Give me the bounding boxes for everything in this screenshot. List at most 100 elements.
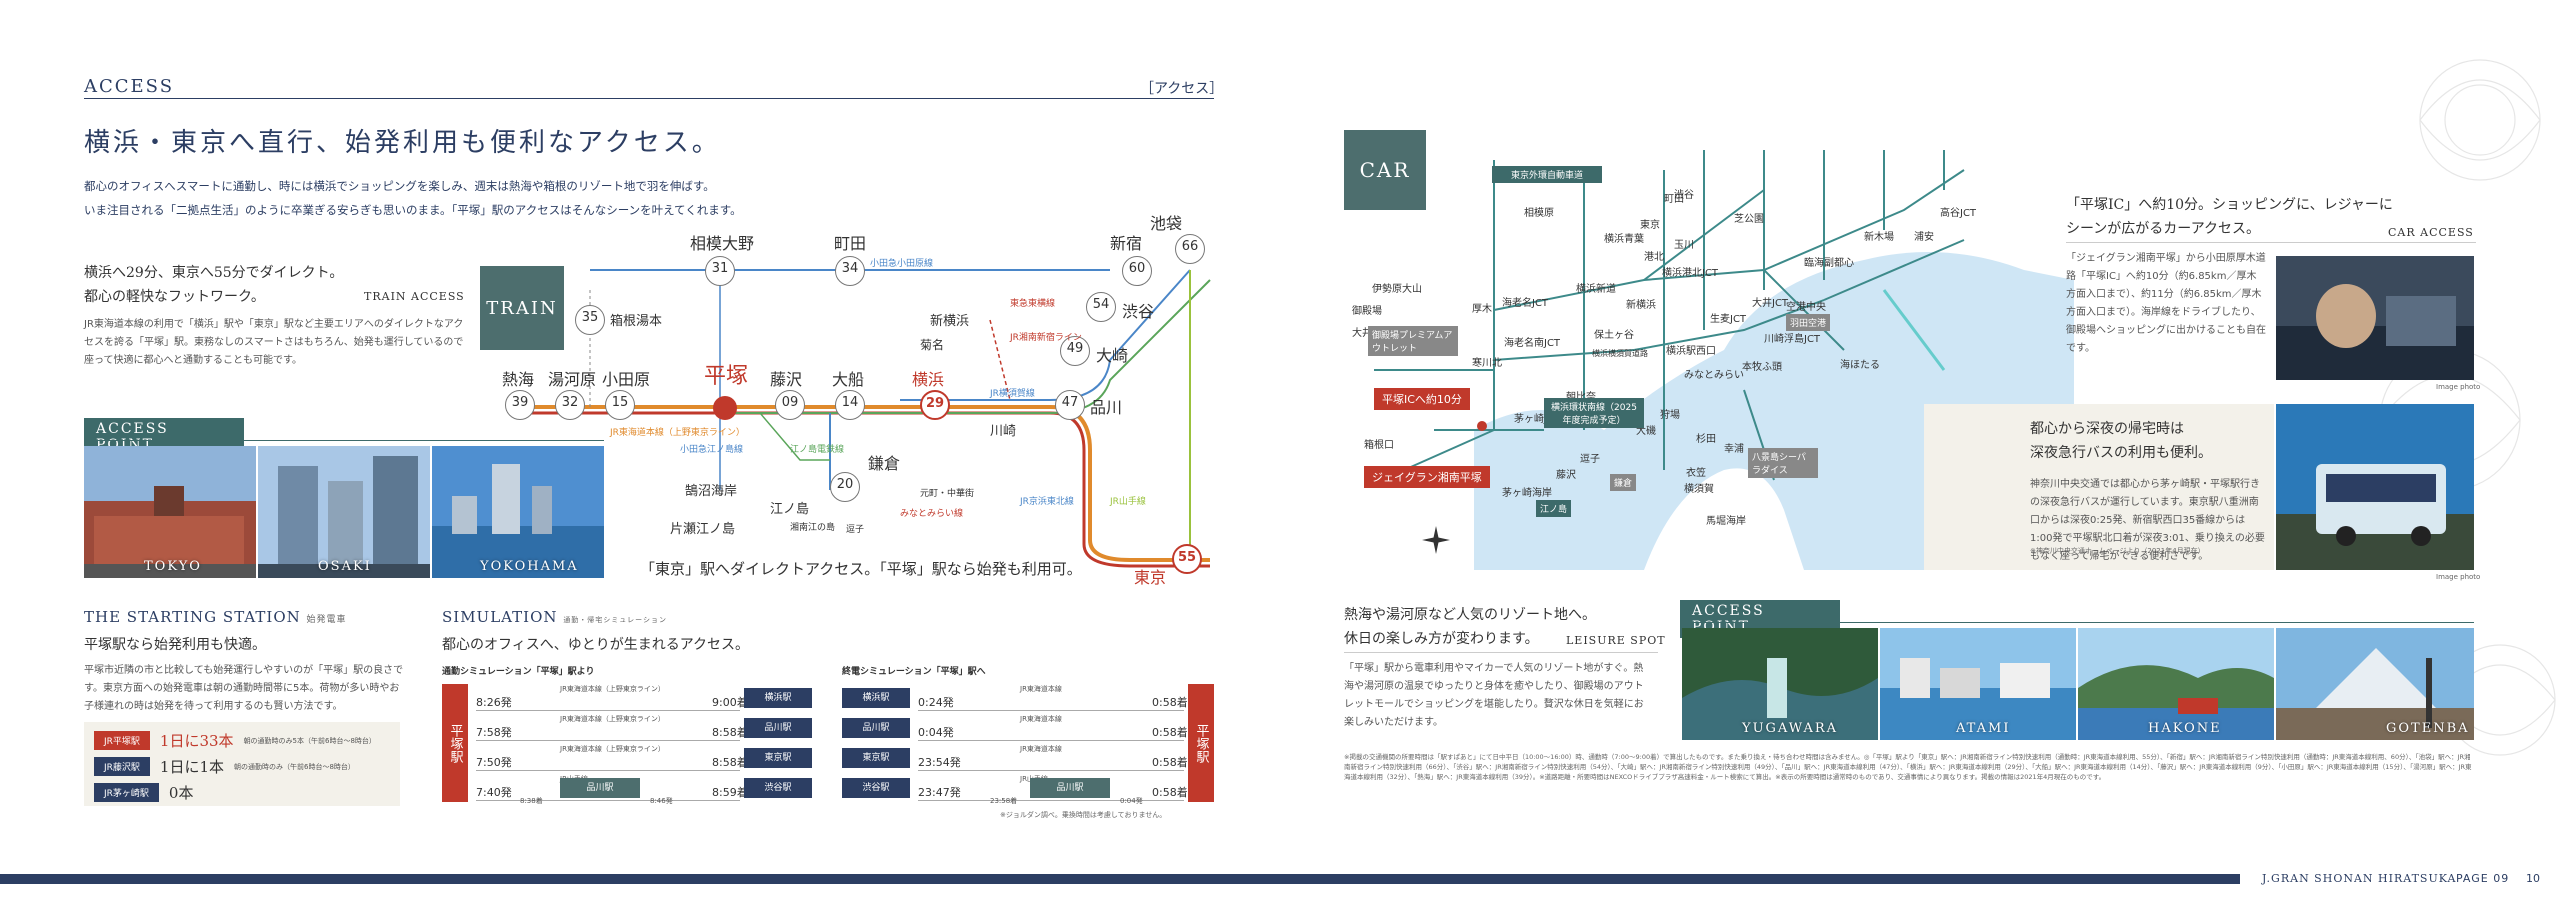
photo-osaki: OSAKI bbox=[258, 446, 430, 578]
photo-label-yugawara: YUGAWARA bbox=[1742, 721, 1839, 736]
map-atsugi: 厚木 bbox=[1472, 304, 1492, 315]
starting-row-hiratsuka: JR平塚駅 1日に33本 朝の通勤時のみ5本（午前6時台〜8時台） bbox=[94, 730, 376, 751]
commute-divider bbox=[476, 740, 740, 741]
return-dep: 0:24発 bbox=[918, 696, 954, 709]
train-lead-2: 都心の軽快なフットワーク。 bbox=[84, 289, 265, 305]
map-hakkeijima: 八景島シーパラダイス bbox=[1748, 448, 1818, 478]
badge-chigasaki: JR茅ヶ崎駅 bbox=[94, 783, 159, 802]
map-machida: 町田 bbox=[1664, 194, 1684, 205]
starting-table: JR平塚駅 1日に33本 朝の通勤時のみ5本（午前6時台〜8時台） JR藤沢駅 … bbox=[84, 722, 400, 806]
station-yugawara: 湯河原 bbox=[548, 370, 597, 389]
commute-transfer: 品川駅 bbox=[560, 778, 640, 798]
compass-icon bbox=[1422, 526, 1450, 554]
line-enoden: 江ノ島電鉄線 bbox=[790, 445, 845, 455]
photo-label-atami: ATAMI bbox=[1956, 721, 2011, 736]
leisure-lead-1: 熱海や湯河原など人気のリゾート地へ。 bbox=[1344, 607, 1596, 623]
return-divider bbox=[918, 740, 1184, 741]
station-katase-enoshima: 片瀬江ノ島 bbox=[670, 522, 736, 537]
station-fujisawa: 藤沢 bbox=[770, 370, 803, 389]
map-umihotaru: 海ほたる bbox=[1840, 360, 1880, 371]
photo-yugawara: YUGAWARA bbox=[1682, 628, 1878, 740]
station-motomachi: 元町・中華街 bbox=[920, 489, 975, 499]
count-chigasaki: 0本 bbox=[168, 784, 194, 802]
return-dep: 23:47発 bbox=[918, 786, 961, 799]
station-kawasaki: 川崎 bbox=[990, 424, 1017, 439]
station-yokohama: 横浜 bbox=[912, 370, 945, 389]
map-oi-jct: 大井JCT bbox=[1752, 298, 1789, 309]
commute-dest: 品川駅 bbox=[744, 718, 812, 738]
station-enoshima: 江ノ島 bbox=[770, 502, 810, 517]
starting-title-en: THE STARTING STATION bbox=[84, 608, 301, 626]
map-shibuya: 渋谷 bbox=[1674, 190, 1694, 201]
station-tokyo: 東京 bbox=[1134, 568, 1167, 587]
map-yokosuka: 横須賀 bbox=[1684, 484, 1714, 495]
return-dep: 23:54発 bbox=[918, 756, 961, 769]
return-origin: 東京駅 bbox=[842, 748, 910, 768]
min-circle-shinjuku: 60 bbox=[1122, 256, 1152, 286]
return-divider bbox=[918, 710, 1184, 711]
min-circle-ikebukuro: 66 bbox=[1175, 234, 1205, 264]
car-photo bbox=[2276, 256, 2474, 380]
map-fujisawa: 藤沢 bbox=[1556, 470, 1576, 481]
map-kinugasa: 衣笠 bbox=[1686, 468, 1706, 479]
return-hiratsuka-bar: 平塚駅 bbox=[1188, 684, 1214, 802]
map-tamagawa: 玉川 bbox=[1674, 240, 1694, 251]
station-shinagawa: 品川 bbox=[1090, 398, 1123, 417]
map-zushi: 逗子 bbox=[1580, 454, 1600, 465]
line-yokosuka: JR横須賀線 bbox=[990, 389, 1035, 399]
car-rule bbox=[2066, 242, 2476, 243]
header-rule bbox=[84, 98, 1214, 99]
commute-dep: 8:26発 bbox=[476, 696, 512, 709]
intro-line-2: いま注目される「二拠点生活」のように卒業ぎる安らぎも思いのまま。「平塚」駅のアク… bbox=[84, 203, 742, 217]
station-ikebukuro: 池袋 bbox=[1150, 214, 1183, 233]
commute-arr: 8:58着 bbox=[712, 756, 748, 769]
map-rinkai: 臨海副都心 bbox=[1804, 258, 1854, 269]
commute-dest: 東京駅 bbox=[744, 748, 812, 768]
min-circle-fujisawa: 09 bbox=[775, 390, 805, 420]
photo-tokyo: TOKYO bbox=[84, 446, 256, 578]
simulation-title-jp: 通勤・帰宅シミュレーション bbox=[563, 616, 668, 624]
bus-note: ※神奈川中央交通ホームページより（2021年4月現在） bbox=[2030, 547, 2205, 555]
leisure-lead-2: 休日の楽しみ方が変わります。 bbox=[1344, 631, 1539, 647]
line-toyoko: 東急東横線 bbox=[1010, 299, 1056, 309]
map-hakoneguchi: 箱根口 bbox=[1364, 440, 1394, 451]
starting-body: 平塚市近隣の市と比較しても始発運行しやすいのが「平塚」駅の良さです。東京方面への… bbox=[84, 665, 404, 712]
commute-divider bbox=[476, 710, 740, 711]
min-circle-sagamiono: 31 bbox=[705, 256, 735, 286]
return-transfer: 品川駅 bbox=[1030, 778, 1110, 798]
map-tokyo: 東京 bbox=[1640, 220, 1660, 231]
min-circle-yugawara: 32 bbox=[555, 390, 585, 420]
photo-label-yokohama: YOKOHAMA bbox=[480, 559, 579, 574]
commute-title: 通勤シミュレーション「平塚」駅より bbox=[442, 667, 595, 677]
map-gotemba: 御殿場 bbox=[1352, 306, 1382, 317]
return-dep: 0:04発 bbox=[918, 726, 954, 739]
car-lead-1: 「平塚IC」へ約10分。ショッピングに、レジャーに bbox=[2066, 197, 2393, 213]
commute-line: JR東海道本線（上野東京ライン） bbox=[560, 685, 665, 693]
line-minatomirai: みなとみらい線 bbox=[900, 509, 964, 519]
map-gotemba-outlet: 御殿場プレミアムアウトレット bbox=[1368, 326, 1458, 356]
commute-arr: 8:58着 bbox=[712, 726, 748, 739]
return-title: 終電シミュレーション「平塚」駅へ bbox=[842, 667, 986, 677]
car-image-photo-note: Image photo bbox=[2436, 383, 2481, 391]
starting-row-fujisawa: JR藤沢駅 1日に1本 朝の通勤時のみ（午前6時台〜8時台） bbox=[94, 756, 355, 777]
footer-page-left: PAGE 09 bbox=[2456, 872, 2510, 885]
page-headline: 横浜・東京へ直行、始発利用も便利なアクセス。 bbox=[84, 128, 721, 158]
map-haneda: 羽田空港 bbox=[1786, 314, 1831, 331]
min-circle-odawara: 15 bbox=[605, 390, 635, 420]
commute-line: JR東海道本線（上野東京ライン） bbox=[560, 745, 665, 753]
map-namamugi: 生麦JCT bbox=[1710, 314, 1747, 325]
line-keihin-tohoku: JR京浜東北線 bbox=[1020, 497, 1074, 507]
section-label: ACCESS bbox=[84, 76, 175, 97]
osaki-photo-art bbox=[258, 446, 430, 578]
note-hiratsuka: 朝の通勤時のみ5本（午前6時台〜8時台） bbox=[243, 736, 376, 745]
map-chigasaki-kaigan: 茅ヶ崎海岸 bbox=[1502, 488, 1552, 499]
min-circle-yokohama: 29 bbox=[920, 390, 950, 420]
leisure-rule bbox=[1344, 652, 1658, 653]
station-hakone: 箱根湯本 bbox=[610, 314, 663, 329]
station-shonan-enoshima: 湘南江の島 bbox=[790, 523, 836, 533]
starting-row-chigasaki: JR茅ヶ崎駅 0本 bbox=[94, 782, 193, 803]
return-transfer-time: 23:58着 bbox=[990, 797, 1018, 805]
map-ring-south: 横浜環状南線（2025年度完成予定） bbox=[1544, 398, 1644, 428]
map-shibakoen: 芝公園 bbox=[1734, 214, 1764, 225]
commute-hiratsuka-bar: 平塚駅 bbox=[442, 684, 468, 802]
